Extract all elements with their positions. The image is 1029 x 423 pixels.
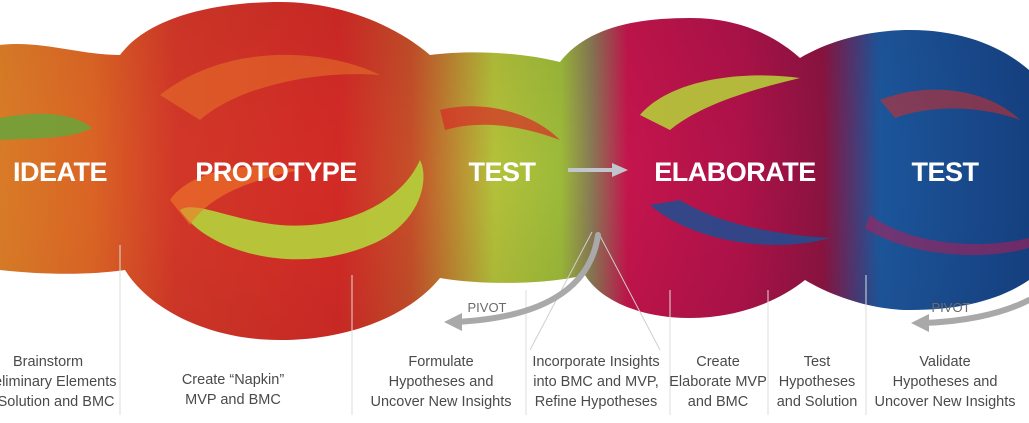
description-line: Create “Napkin”: [182, 372, 285, 388]
description-line: and BMC: [688, 394, 748, 410]
stage-label-prototype: PROTOTYPE: [195, 157, 357, 187]
description-line: MVP and BMC: [185, 392, 281, 408]
description-line: and Solution: [777, 394, 858, 410]
stage-label-elaborate: ELABORATE: [654, 157, 816, 187]
forward-arrow-icon: [568, 163, 628, 177]
description-line: Refine Hypotheses: [535, 394, 658, 410]
description-4: Incorporate Insights into BMC and MVP, Ref…: [532, 354, 659, 410]
stage-label-ideate: IDEATE: [13, 157, 107, 187]
description-2: Create “Napkin” MVP and BMC: [182, 372, 285, 408]
descriptions: BrainstormPreliminary Elements of Solutio…: [0, 354, 1016, 410]
swirl-test-blue-bottom: [865, 215, 1029, 256]
description-line: Validate: [919, 354, 970, 370]
description-line: Hypotheses and: [389, 374, 494, 390]
swirl-prototype-top: [160, 54, 380, 120]
swirl-test-blue-red: [880, 89, 1020, 120]
swirl-elaborate-bottom: [650, 200, 830, 246]
swirl-ideate-green: [0, 113, 92, 140]
description-line: Test: [804, 354, 831, 370]
pivot-label-2: PIVOT: [931, 300, 970, 315]
description-line: Incorporate Insights: [532, 354, 659, 370]
pivot-arrow-1: [444, 232, 601, 331]
description-line: Hypotheses and: [893, 374, 998, 390]
description-line: Preliminary Elements: [0, 374, 117, 390]
description-line: Hypotheses: [779, 374, 856, 390]
description-line: of Solution and BMC: [0, 394, 115, 410]
description-line: Formulate: [408, 354, 473, 370]
stage-label-test-blue: TEST: [911, 157, 979, 187]
stage-label-test: TEST: [468, 157, 536, 187]
description-line: Create: [696, 354, 740, 370]
swirl-prototype-green: [180, 160, 424, 260]
description-line: Brainstorm: [13, 354, 83, 370]
description-line: Elaborate MVP: [669, 374, 767, 390]
description-1: BrainstormPreliminary Elements of Solutio…: [0, 354, 117, 410]
swirl-elaborate-top: [640, 75, 800, 130]
description-line: Uncover New Insights: [370, 394, 511, 410]
swirl-decorations: [0, 54, 1029, 260]
description-line: into BMC and MVP,: [533, 374, 658, 390]
swirl-test-red: [440, 106, 560, 140]
pivot-label-1: PIVOT: [467, 300, 506, 315]
pivot-arrow-2: [911, 297, 1029, 332]
swirl-prototype-orange: [170, 166, 300, 225]
description-line: Uncover New Insights: [874, 394, 1015, 410]
